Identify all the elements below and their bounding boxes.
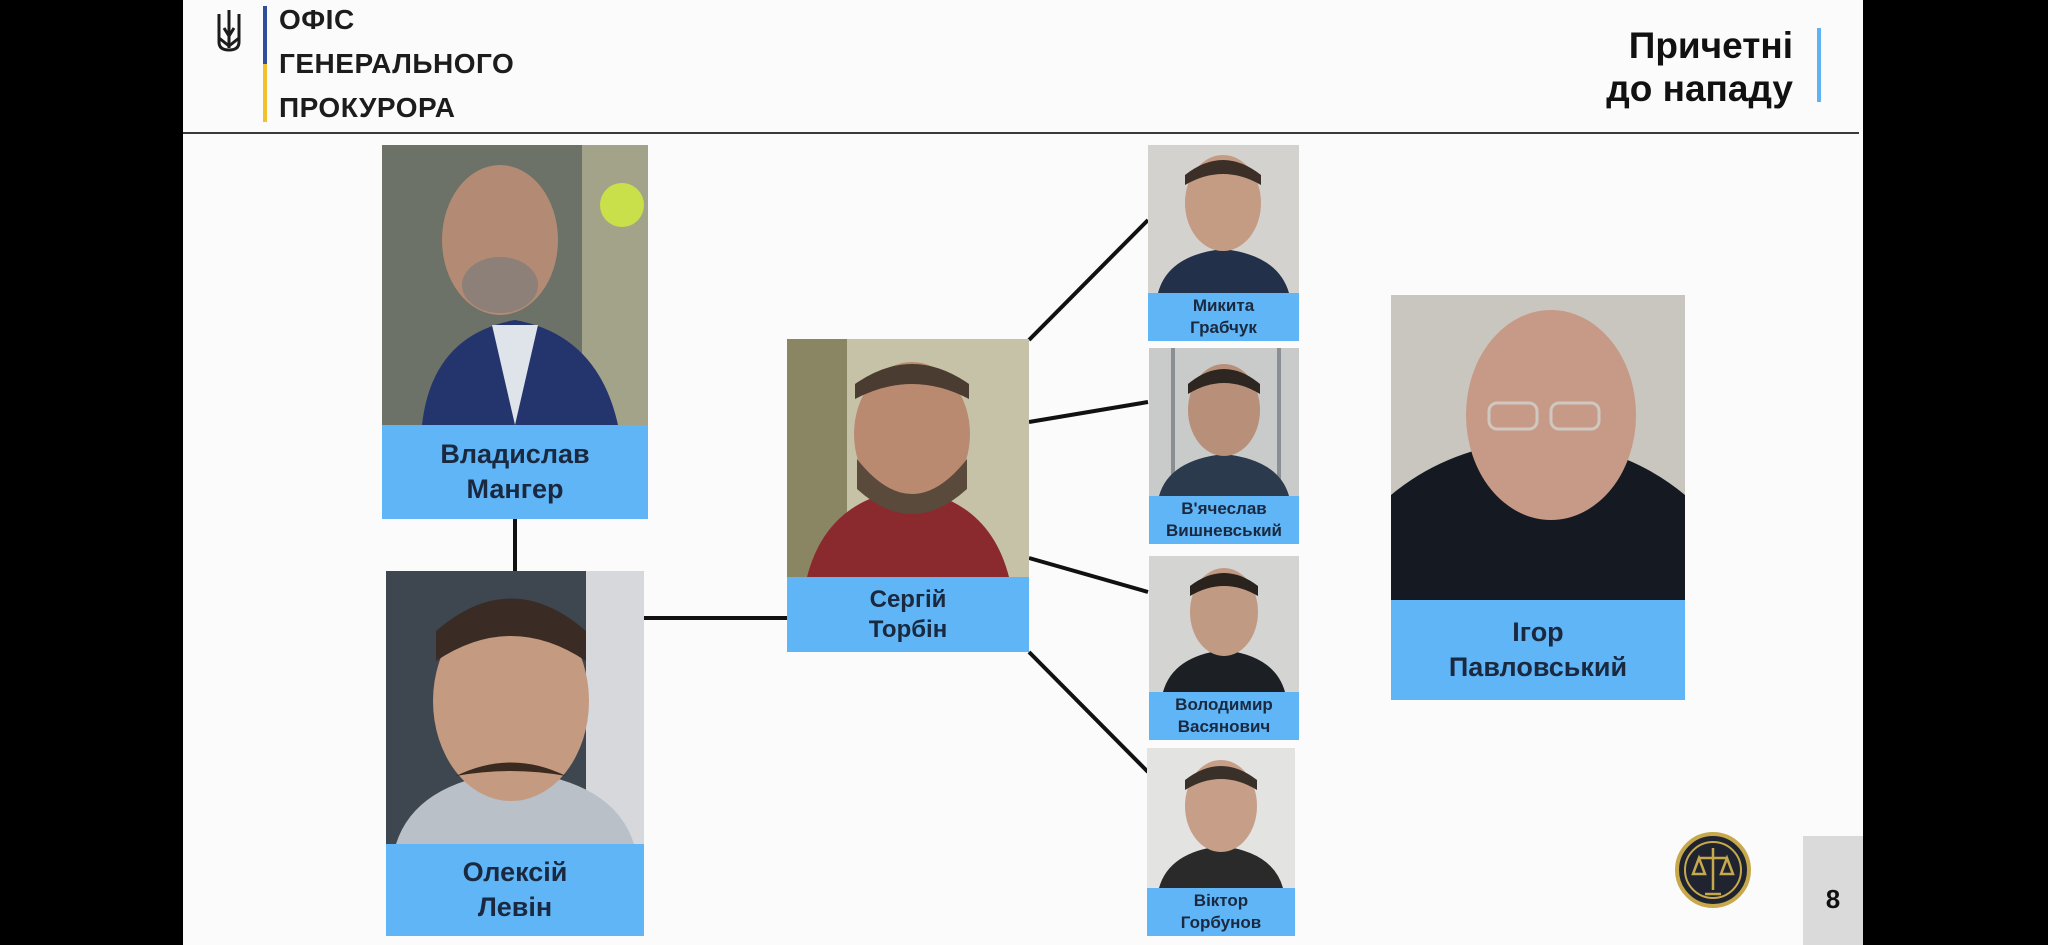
first-name: Олексій xyxy=(462,857,568,887)
portrait-photo xyxy=(386,571,644,844)
person-card-vasianovych: Володимир Васянович xyxy=(1149,556,1299,740)
org-line-3: ПРОКУРОРА xyxy=(279,92,456,123)
portrait-photo xyxy=(1147,748,1295,888)
portrait-photo xyxy=(1149,556,1299,692)
page-number: 8 xyxy=(1825,884,1841,914)
link-torbin-hrabchuk xyxy=(1027,218,1150,342)
org-line-2: ГЕНЕРАЛЬНОГО xyxy=(279,48,515,79)
person-card-vyshnevskyi: В'ячеслав Вишневський xyxy=(1149,348,1299,544)
first-name: В'ячеслав xyxy=(1181,499,1267,518)
org-line-1: ОФІС xyxy=(279,4,355,35)
portrait-photo xyxy=(382,145,648,425)
name-label: Володимир Васянович xyxy=(1149,692,1299,740)
person-card-pavlovskyi: Ігор Павловський xyxy=(1391,295,1685,700)
first-name: Сергій xyxy=(869,585,947,613)
slide-title: Причетні до нападу xyxy=(1606,24,1793,110)
name-label: Віктор Горбунов xyxy=(1147,888,1295,936)
last-name: Васянович xyxy=(1177,717,1271,736)
last-name: Вишневський xyxy=(1166,521,1282,540)
name-label: Владислав Мангер xyxy=(382,425,648,519)
prosecutor-emblem-icon xyxy=(1675,832,1751,908)
link-torbin-vyshnevskyi xyxy=(1028,400,1149,424)
name-label: Ігор Павловський xyxy=(1391,600,1685,700)
first-name: Ігор xyxy=(1512,617,1564,647)
name-label: Олексій Левін xyxy=(386,844,644,936)
name-label: Сергій Торбін xyxy=(787,577,1029,652)
portrait-photo xyxy=(1148,145,1299,293)
last-name: Павловський xyxy=(1448,652,1628,682)
title-line-2: до нападу xyxy=(1606,68,1793,109)
person-card-levin: Олексій Левін xyxy=(386,571,644,936)
title-line-1: Причетні xyxy=(1628,25,1793,66)
last-name: Торбін xyxy=(868,615,948,643)
link-torbin-horbunov xyxy=(1027,650,1150,774)
person-card-torbin: Сергій Торбін xyxy=(787,339,1029,652)
portrait-photo xyxy=(1149,348,1299,496)
portrait-photo xyxy=(787,339,1029,577)
trident-icon xyxy=(217,10,241,52)
page-number-box: 8 xyxy=(1803,836,1863,945)
flag-bar xyxy=(263,6,267,122)
link-torbin-vasianovych xyxy=(1028,556,1149,594)
title-accent-bar xyxy=(1817,28,1821,102)
slide: ОФІС ГЕНЕРАЛЬНОГО ПРОКУРОРА Причетні до … xyxy=(183,0,1863,945)
person-card-hrabchuk: Микита Грабчук xyxy=(1148,145,1299,341)
last-name: Левін xyxy=(477,892,553,922)
first-name: Владислав xyxy=(440,439,590,469)
first-name: Віктор xyxy=(1193,891,1249,910)
name-label: Микита Грабчук xyxy=(1148,293,1299,341)
first-name: Микита xyxy=(1192,296,1255,315)
person-card-manger: Владислав Мангер xyxy=(382,145,648,519)
header-divider xyxy=(183,132,1859,134)
name-label: В'ячеслав Вишневський xyxy=(1149,496,1299,544)
person-card-horbunov: Віктор Горбунов xyxy=(1147,748,1295,936)
first-name: Володимир xyxy=(1175,695,1273,714)
last-name: Горбунов xyxy=(1180,913,1262,932)
last-name: Грабчук xyxy=(1190,318,1257,337)
last-name: Мангер xyxy=(466,474,564,504)
portrait-photo xyxy=(1391,295,1685,600)
